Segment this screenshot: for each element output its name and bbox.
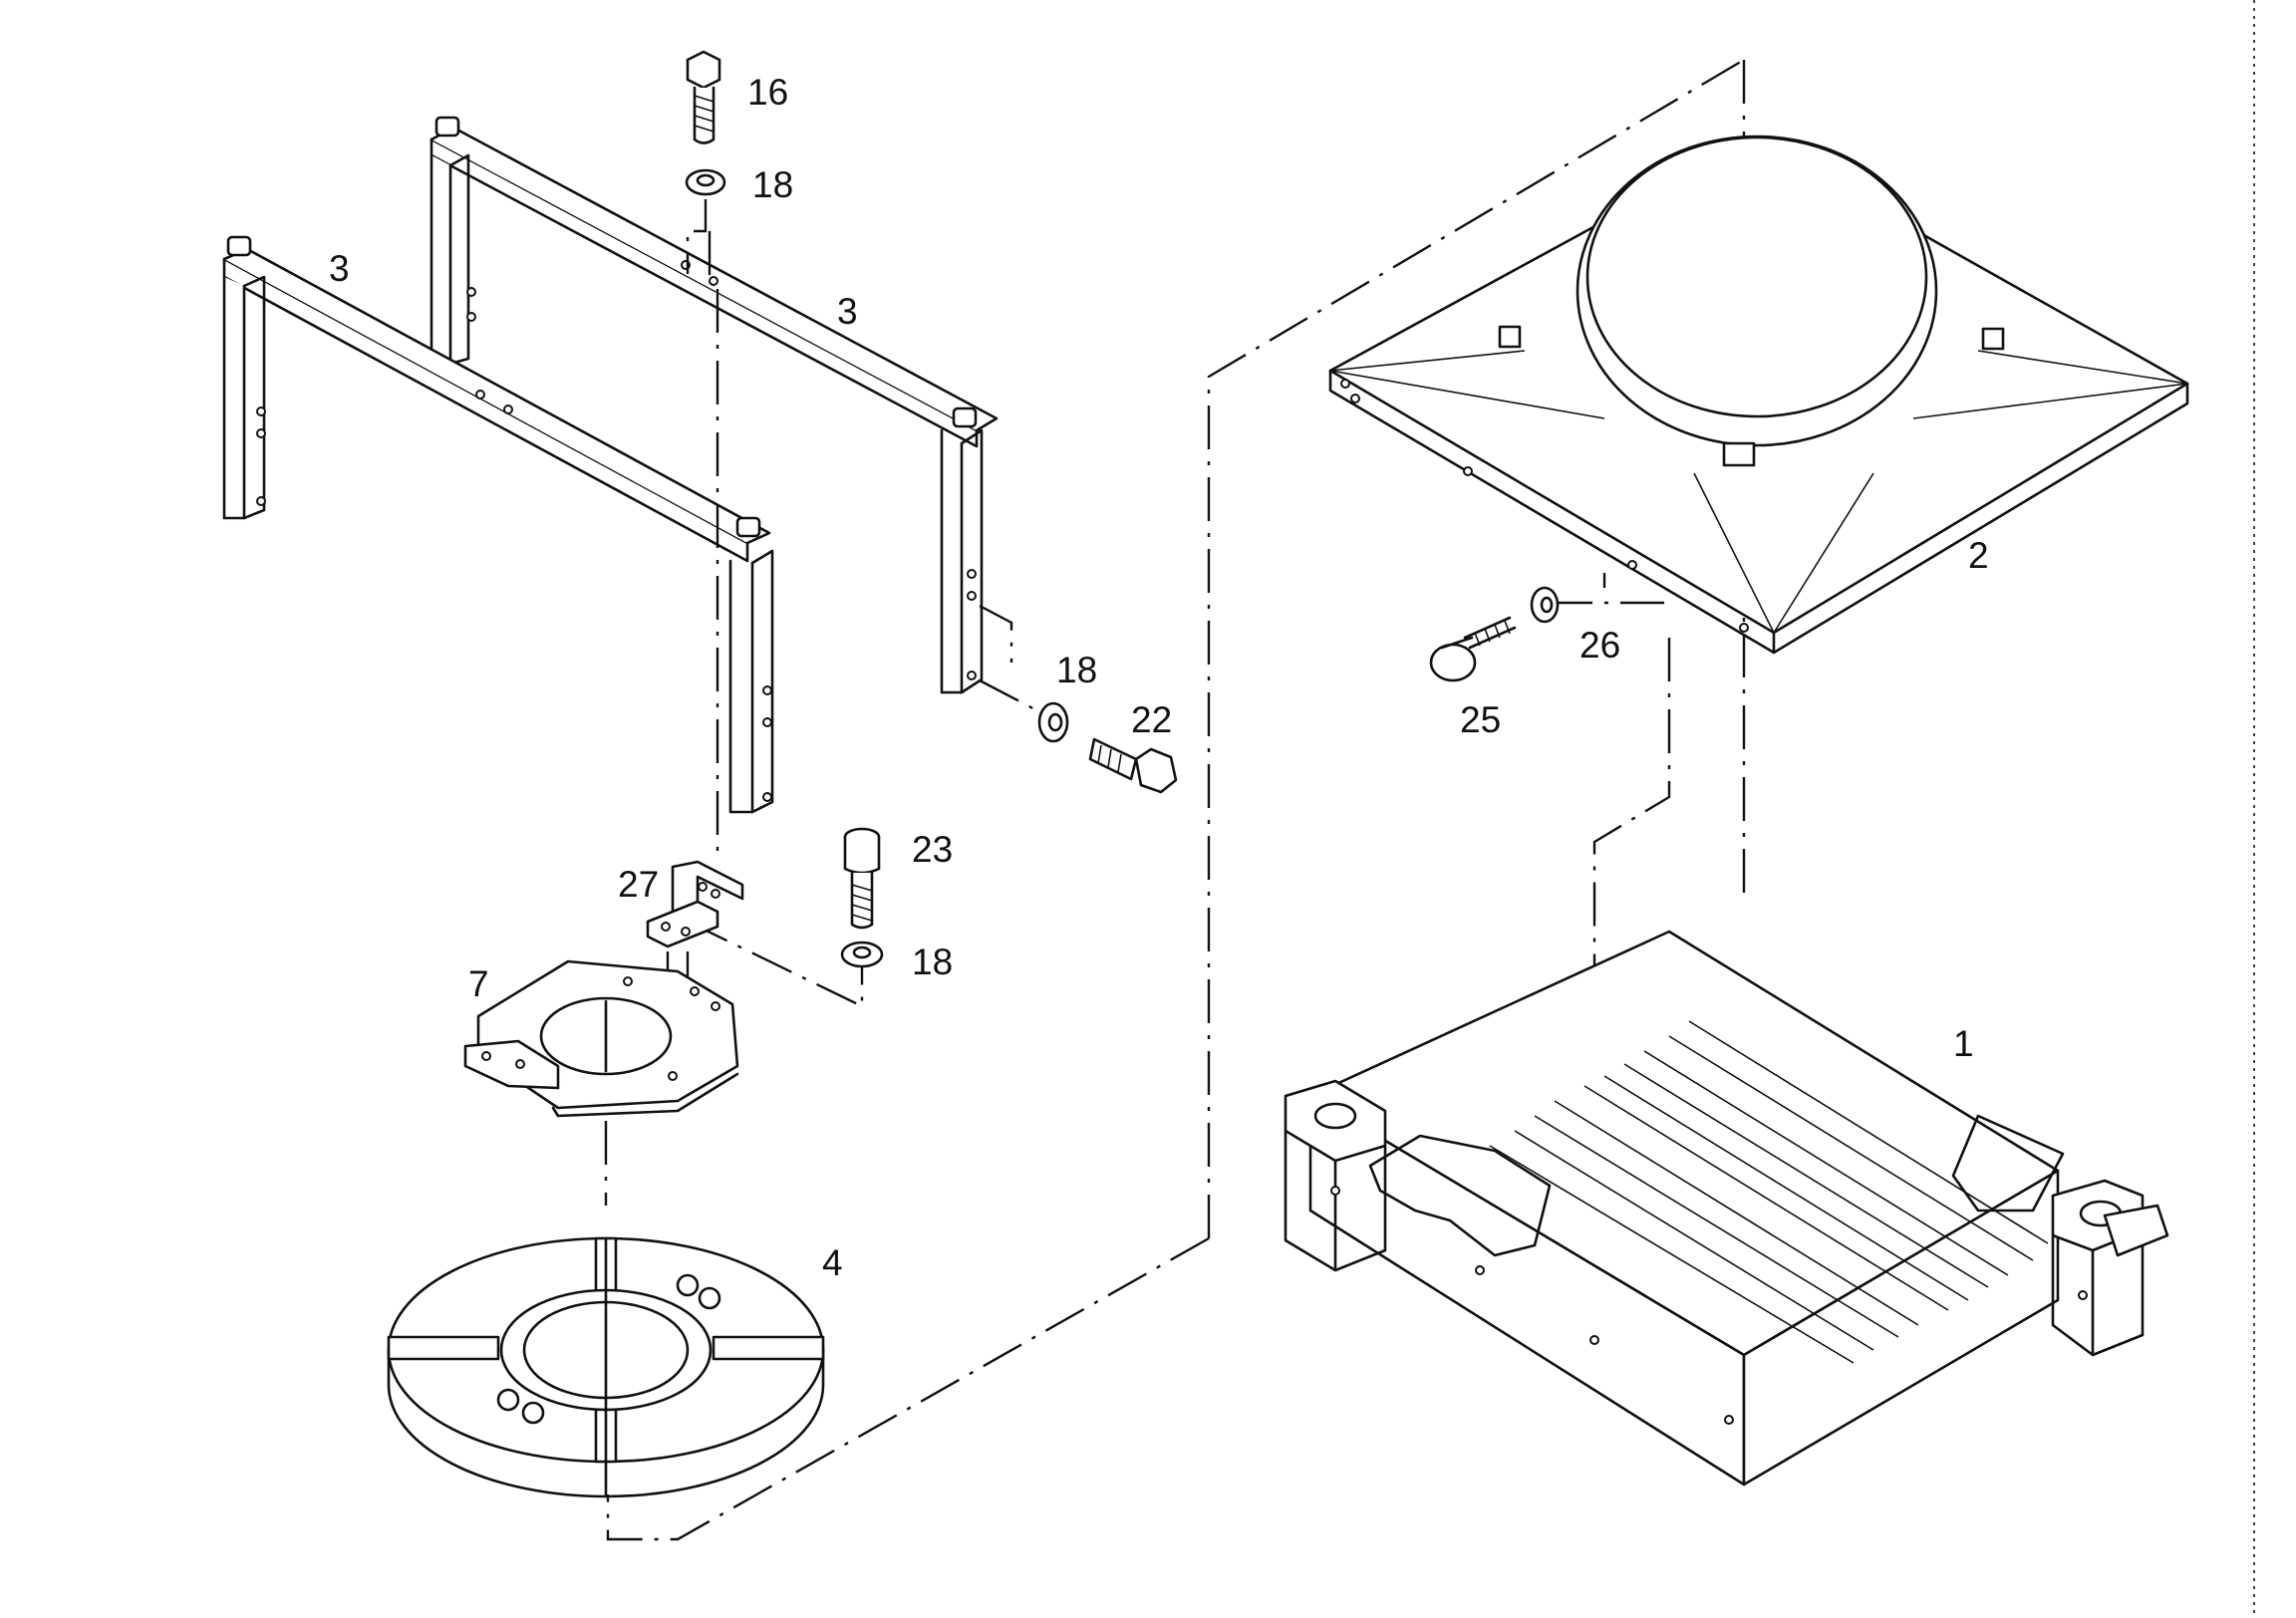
part-26-washer [1530,586,1560,624]
callout-3-front: 3 [329,248,350,289]
part-18-washer-top [685,168,726,196]
part-4-vibration-isolator-pad [387,1236,825,1498]
part-25-screw [1429,616,1517,682]
part-3-rear-frame [430,116,999,694]
callout-27: 27 [618,864,659,905]
callout-18-lower: 18 [912,942,953,982]
part-23-socket-cap-screw [843,827,881,930]
callout-labels: 16 18 3 3 18 22 23 27 18 7 4 2 26 25 1 [329,72,1989,1283]
callout-23: 23 [912,829,953,870]
part-3-front-frame [222,235,774,814]
callout-3-rear: 3 [837,291,858,332]
callout-7: 7 [468,963,489,1004]
part-7-mounting-plate [463,959,739,1118]
callout-22: 22 [1131,699,1172,740]
part-2-fan-shroud [1328,135,2189,655]
part-22-hex-bolt [1088,737,1178,794]
part-1-cooler-core [1284,930,2169,1486]
callout-4: 4 [822,1242,843,1283]
callout-2: 2 [1968,535,1989,576]
callout-26: 26 [1579,625,1620,666]
part-18-washer-side [1037,701,1069,743]
part-16-hex-bolt [686,50,721,144]
callout-18-top: 18 [752,164,793,205]
callout-16: 16 [747,72,788,113]
part-18-washer-lower [840,941,884,968]
callout-18-side: 18 [1056,650,1097,690]
callout-1: 1 [1953,1023,1974,1064]
part-27-bracket [646,860,744,948]
callout-25: 25 [1460,699,1501,740]
